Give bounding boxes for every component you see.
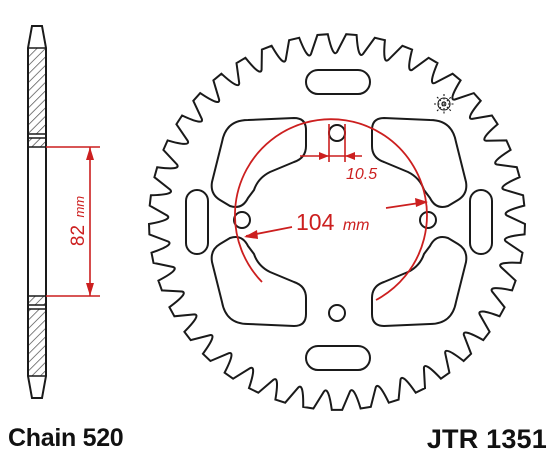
dimension-arrow-up: [86, 147, 94, 160]
slot-top: [305, 69, 371, 95]
bolt-hole-left: [233, 211, 251, 229]
slot-bottom: [305, 345, 371, 371]
bolt-holes: [233, 124, 437, 322]
slot-left: [185, 189, 209, 255]
bolt-hole-label: 10.5: [346, 166, 377, 183]
gear-icon: [434, 94, 454, 114]
side-dimension-value: 82: [68, 225, 89, 246]
pcd-dimension: [234, 118, 428, 301]
side-profile-hatch-bottom: [29, 309, 45, 376]
cutout-lower-left: [210, 236, 307, 327]
chain-size-caption: Chain 520: [8, 424, 124, 452]
cutout-upper-left: [210, 117, 307, 208]
pcd-unit: mm: [343, 217, 370, 234]
side-profile-hatch-mid-top: [29, 138, 45, 147]
side-profile-hatch-top: [29, 48, 45, 134]
sprocket-teeth-outline: [147, 33, 527, 411]
pcd-arrow-right: [415, 198, 428, 207]
bolt-hole-right: [419, 211, 437, 229]
bolt-hole-bottom: [328, 304, 346, 322]
side-profile-hatch-mid-bottom: [29, 296, 45, 305]
side-dimension: [46, 146, 100, 297]
side-dimension-unit: mm: [72, 196, 87, 218]
bolt-hole-top: [328, 124, 346, 142]
outer-slots: [185, 69, 493, 371]
pcd-arrow-left: [244, 230, 258, 239]
bolt-hole-dimension: [300, 124, 362, 162]
pcd-label: 104 mm: [296, 209, 369, 235]
pcd-arc: [234, 118, 428, 301]
side-profile: [27, 25, 47, 399]
part-number-caption: JTR 1351: [426, 424, 547, 454]
slot-right: [469, 189, 493, 255]
pcd-value: 104: [296, 209, 335, 235]
cutout-upper-right: [371, 117, 468, 208]
dimension-arrow-down: [86, 283, 94, 296]
side-dimension-label: 82 mm: [68, 196, 89, 246]
